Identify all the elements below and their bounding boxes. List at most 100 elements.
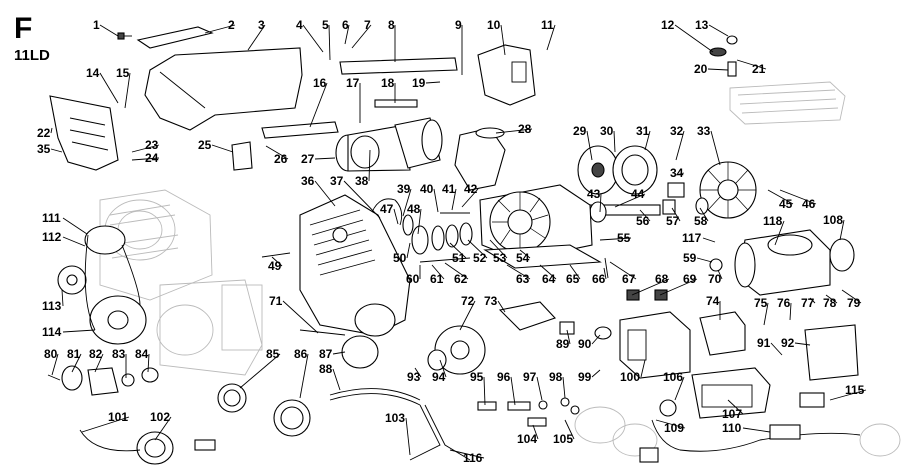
callout-number: 61 — [430, 272, 444, 286]
instrument-panel — [659, 367, 771, 419]
callout-leader — [431, 264, 445, 280]
starter-motor — [734, 229, 855, 296]
callout-number: 63 — [516, 272, 530, 286]
callout-number: 91 — [757, 336, 771, 350]
callout-leader — [314, 157, 336, 160]
callout-leader — [425, 81, 441, 84]
callout-number: 54 — [516, 251, 530, 265]
callout-number: 43 — [587, 187, 601, 201]
callout-number: 9 — [455, 18, 462, 32]
callout-leader — [497, 300, 506, 313]
callout-number: 104 — [517, 432, 537, 446]
callout-number: 74 — [706, 294, 720, 308]
gauge-102 — [79, 429, 216, 465]
callout-leader — [770, 342, 783, 356]
callout-leader — [613, 130, 616, 153]
callout-number: 13 — [695, 18, 709, 32]
engine-model: 11LD — [14, 47, 50, 64]
bracket-bar — [339, 57, 458, 75]
gauge-86 — [273, 399, 311, 437]
callout-number: 77 — [801, 296, 815, 310]
callout-leader — [763, 302, 769, 326]
callout-leader — [569, 264, 581, 280]
callout-leader — [562, 376, 566, 399]
callout-number: 66 — [592, 272, 606, 286]
callout-number: 71 — [269, 294, 283, 308]
callout-number: 89 — [556, 337, 570, 351]
callout-leader — [124, 72, 131, 109]
callout-leader — [519, 249, 531, 259]
callout-number: 82 — [89, 347, 103, 361]
callout-leader — [449, 449, 485, 459]
callout-number: 44 — [631, 187, 645, 201]
callout-number: 87 — [319, 347, 333, 361]
callout-number: 86 — [294, 347, 308, 361]
callout-leader — [829, 389, 867, 401]
callout-leader — [99, 72, 119, 104]
callout-number: 118 — [763, 214, 783, 228]
callout-leader — [671, 207, 681, 222]
screw-part — [117, 32, 132, 40]
callout-number: 21 — [752, 62, 766, 76]
callout-number: 73 — [484, 294, 498, 308]
callout-number: 94 — [432, 370, 446, 384]
callout-number: 15 — [116, 66, 130, 80]
callout-number: 93 — [407, 370, 421, 384]
callout-number: 6 — [342, 18, 349, 32]
callout-leader — [566, 329, 571, 345]
callout-number: 95 — [470, 370, 484, 384]
callout-number: 88 — [319, 362, 333, 376]
callout-leader — [631, 278, 670, 296]
callout-leader — [62, 236, 86, 247]
callout-leader — [789, 302, 792, 321]
callout-number: 25 — [198, 138, 212, 152]
callout-number: 47 — [380, 202, 394, 216]
relay — [559, 321, 575, 335]
callout-leader — [414, 367, 422, 378]
callout-number: 107 — [722, 407, 742, 421]
callout-number: 59 — [683, 251, 697, 265]
callout-number: 3 — [258, 18, 265, 32]
callout-leader — [839, 219, 845, 241]
cylinder-block — [479, 184, 593, 261]
cooling-fan — [699, 161, 757, 219]
callout-leader — [131, 157, 160, 161]
callout-number: 68 — [655, 272, 669, 286]
callout-leader — [539, 264, 557, 280]
grommet — [594, 326, 612, 340]
callout-number: 67 — [622, 272, 636, 286]
callout-leader — [717, 269, 723, 280]
callout-leader — [211, 144, 234, 153]
callout-number: 37 — [330, 174, 344, 188]
callout-leader — [154, 416, 172, 441]
callout-leader — [599, 237, 632, 241]
callout-leader — [50, 127, 53, 134]
callout-number: 103 — [385, 411, 405, 425]
strap — [261, 121, 339, 139]
flywheel-alternator — [577, 145, 658, 195]
gasket-strip — [136, 26, 214, 49]
callout-leader — [506, 264, 531, 280]
callout-number: 96 — [497, 370, 511, 384]
callout-number: 12 — [661, 18, 675, 32]
callout-number: 41 — [442, 182, 456, 196]
cover-plate — [231, 141, 253, 171]
callout-number: 85 — [266, 347, 280, 361]
callout-number: 8 — [388, 18, 395, 32]
callout-leader — [586, 130, 593, 161]
callout-leader — [393, 208, 399, 225]
callout-number: 38 — [355, 174, 369, 188]
callout-leader — [328, 24, 331, 61]
callout-leader — [532, 424, 539, 440]
callout-number: 64 — [542, 272, 556, 286]
callout-number: 60 — [406, 272, 420, 286]
sensor-parts — [47, 365, 159, 396]
callout-number: 99 — [578, 370, 592, 384]
callout-number: 108 — [823, 213, 843, 227]
callout-leader — [609, 261, 637, 280]
callout-leader — [332, 351, 346, 355]
callout-leader — [483, 376, 486, 406]
fitting-part — [709, 35, 738, 77]
callout-number: 22 — [37, 126, 51, 140]
